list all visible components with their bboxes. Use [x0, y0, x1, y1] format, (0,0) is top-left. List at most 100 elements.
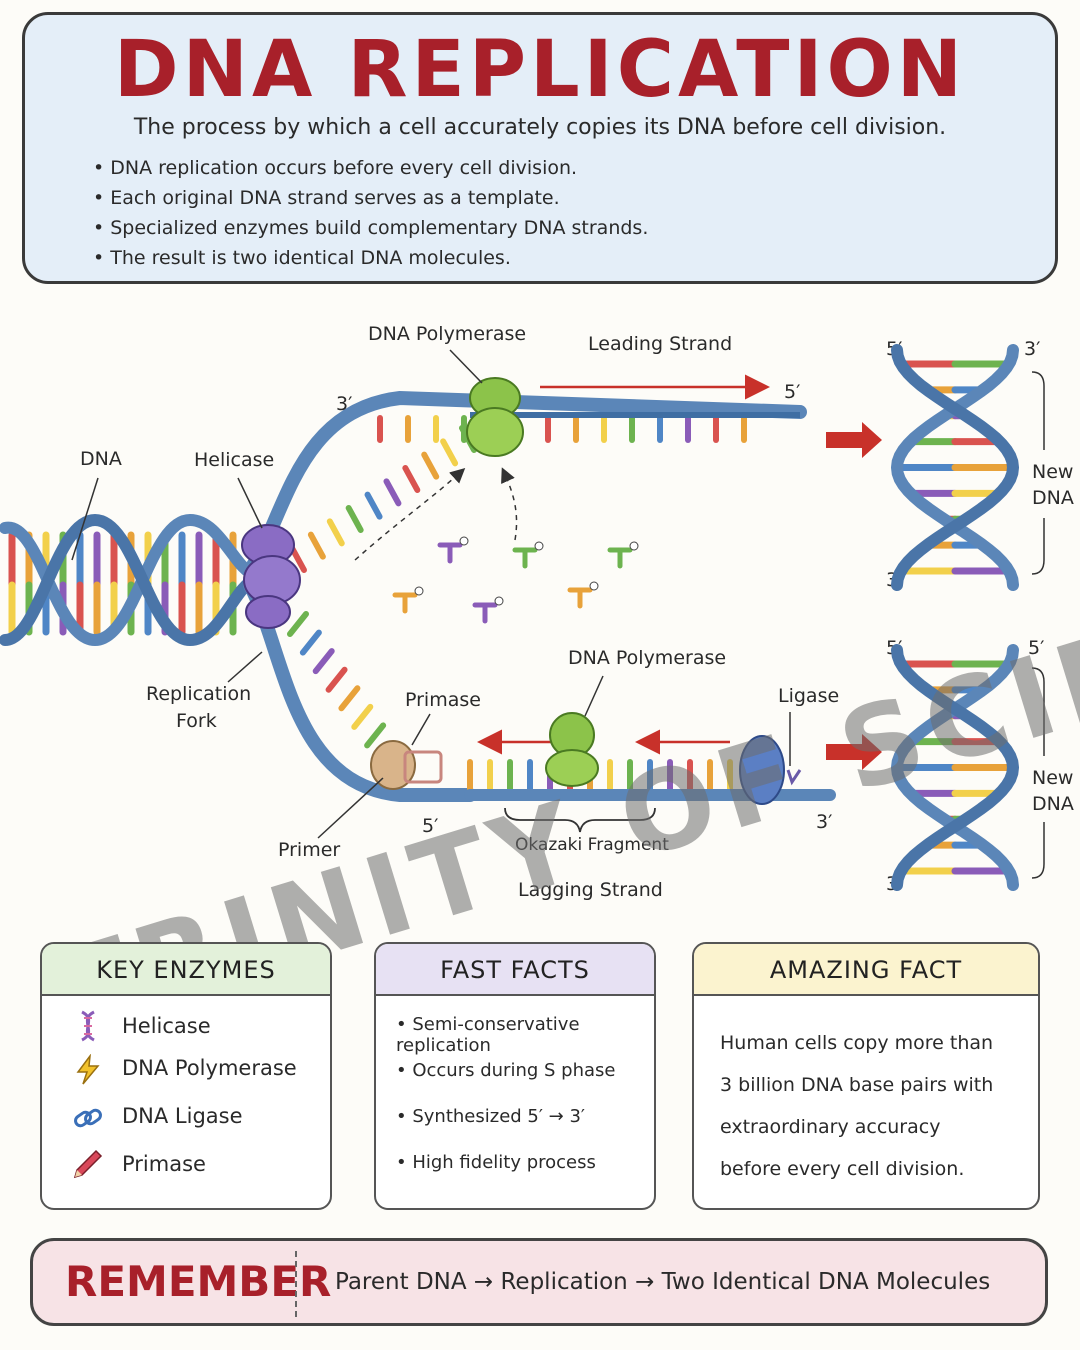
fork-label-pointer — [227, 651, 263, 683]
result-arrow-top — [826, 422, 882, 458]
nucleotide-phosphate — [414, 586, 424, 596]
result-arrow-bottom — [826, 734, 882, 770]
page-subtitle: The process by which a cell accurately c… — [133, 115, 947, 140]
fast-facts-title: FAST FACTS — [376, 944, 654, 996]
base — [299, 629, 322, 656]
base — [383, 478, 402, 507]
new-dna-helix-top — [890, 344, 1020, 591]
remember-banner: REMEMBER Parent DNA → Replication → Two … — [30, 1238, 1048, 1326]
enzyme-helicase-label: Helicase — [122, 1014, 211, 1038]
replication-diagram: DNA Helicase Replication Fork DNA Polyme… — [0, 323, 1074, 901]
lagging-strand-bases — [467, 759, 733, 793]
helix-backbone-b — [891, 344, 1020, 591]
enzyme-primase-label: Primase — [122, 1152, 206, 1176]
base — [312, 648, 335, 675]
primer-label-pointer — [317, 777, 384, 839]
base — [440, 438, 459, 467]
label-polymerase-bottom: DNA Polymerase — [568, 647, 726, 669]
helix-backbone-b — [891, 644, 1020, 891]
end-top-helix-tr: 3′ — [1024, 338, 1040, 360]
base — [351, 703, 374, 730]
nucleotide-phosphate — [494, 596, 504, 606]
label-ligase: Ligase — [778, 685, 839, 707]
leading-strand-bases — [377, 415, 747, 443]
intro-bullet: Each original DNA strand serves as a tem… — [93, 183, 648, 213]
end-fork-top-3: 3′ — [336, 393, 352, 415]
nucleotide-phosphate — [629, 541, 639, 551]
okazaki-bracket — [504, 807, 656, 833]
end-lag-3: 3′ — [816, 811, 832, 833]
key-enzymes-card: KEY ENZYMES Helicase DNA Polymerase DNA … — [40, 942, 332, 1210]
nucleotide-phosphate — [589, 581, 599, 591]
label-new-dna-bottom-2: DNA — [1032, 793, 1074, 815]
intro-bullet-list: DNA replication occurs before every cell… — [93, 153, 648, 273]
dna-label-pointer — [71, 477, 99, 561]
new-dna-helix-bottom — [890, 644, 1020, 891]
key-enzymes-title: KEY ENZYMES — [42, 944, 330, 996]
label-leading-strand: Leading Strand — [588, 333, 732, 355]
dna-polymerase-bottom-enzyme — [545, 712, 599, 787]
base — [287, 611, 309, 637]
remember-divider — [295, 1251, 297, 1317]
label-new-dna-top: New — [1032, 461, 1073, 483]
label-polymerase-top: DNA Polymerase — [368, 323, 526, 345]
base — [325, 666, 348, 693]
label-new-dna-bottom: New — [1032, 767, 1073, 789]
new-dna-bottom-bracket — [1031, 667, 1045, 879]
label-okazaki-fragment: Okazaki Fragment — [515, 835, 669, 855]
fast-fact-item: High fidelity process — [396, 1152, 654, 1198]
nucleotide-path-arrow-2 — [501, 467, 518, 541]
fast-fact-item: Semi-conservative replication — [396, 1014, 654, 1060]
header-panel: DNA REPLICATION The process by which a c… — [22, 12, 1058, 284]
base — [289, 545, 307, 573]
fast-fact-item: Synthesized 5′ → 3′ — [396, 1106, 654, 1152]
amazing-fact-card: AMAZING FACT Human cells copy more than … — [692, 942, 1040, 1210]
chain-link-icon — [74, 1108, 102, 1128]
lightning-bolt-icon — [76, 1054, 100, 1085]
amazing-fact-text: Human cells copy more than 3 billion DNA… — [720, 1032, 994, 1180]
polymerase-top-pointer — [449, 349, 483, 384]
intro-bullet: DNA replication occurs before every cell… — [93, 153, 648, 183]
base — [345, 505, 364, 533]
primase-enzyme — [370, 740, 443, 790]
enzyme-ligase-label: DNA Ligase — [122, 1104, 243, 1128]
label-replication-fork-2: Fork — [176, 710, 217, 732]
free-nucleotides — [392, 536, 639, 624]
helicase-enzyme — [241, 524, 301, 629]
intro-bullet: Specialized enzymes build complementary … — [93, 213, 648, 243]
helicase-label-pointer — [237, 477, 263, 529]
intro-bullet: The result is two identical DNA molecule… — [93, 243, 648, 273]
remember-summary: Parent DNA → Replication → Two Identical… — [335, 1269, 991, 1295]
label-primer: Primer — [278, 839, 340, 861]
primase-label-pointer — [411, 713, 431, 746]
end-lag-5: 5′ — [422, 815, 438, 837]
base — [326, 518, 345, 547]
label-primase: Primase — [405, 689, 481, 711]
helix-backbone-a — [890, 644, 1019, 891]
parent-dna-backbone-b — [0, 513, 261, 647]
dna-polymerase-top-enzyme — [466, 377, 524, 457]
remember-title: REMEMBER — [65, 1257, 332, 1306]
new-dna-top-bracket — [1031, 371, 1045, 575]
nucleotide-phosphate — [534, 541, 544, 551]
label-helicase: Helicase — [194, 449, 274, 471]
base — [307, 531, 326, 560]
base — [364, 491, 383, 520]
polymerase-bottom-pointer — [584, 675, 604, 717]
page-title: DNA REPLICATION — [113, 25, 967, 115]
base — [402, 465, 421, 493]
amazing-fact-title: AMAZING FACT — [694, 944, 1038, 996]
ligase-enzyme — [739, 735, 802, 805]
helix-backbone-a — [890, 344, 1019, 591]
base — [421, 451, 440, 480]
end-bot-helix-tr: 5′ — [1028, 637, 1044, 659]
base — [338, 685, 361, 712]
nucleotide-phosphate — [459, 536, 469, 546]
label-replication-fork: Replication — [146, 683, 251, 705]
fast-facts-list: Semi-conservative replication Occurs dur… — [396, 1014, 654, 1198]
enzyme-polymerase-label: DNA Polymerase — [122, 1056, 297, 1080]
pencil-icon — [73, 1149, 103, 1179]
base — [364, 722, 387, 749]
fast-facts-card: FAST FACTS Semi-conservative replication… — [374, 942, 656, 1210]
label-lagging-strand: Lagging Strand — [518, 879, 663, 901]
